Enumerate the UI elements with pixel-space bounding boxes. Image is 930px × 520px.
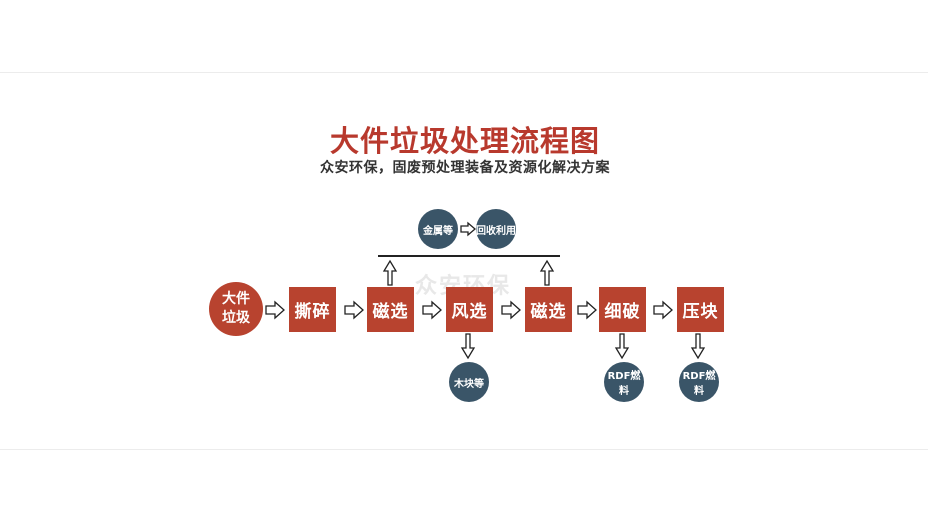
node-metal: 金属等 [418,209,458,249]
arrow-down-icon [690,333,706,360]
step-fine-crush: 细破 [599,287,646,332]
step-shred: 撕碎 [289,287,336,332]
step-air-separation: 风选 [446,287,493,332]
step-magnetic-1: 磁选 [367,287,414,332]
diagram-subtitle: 众安环保，固废预处理装备及资源化解决方案 [320,160,610,176]
step-magnetic-2: 磁选 [525,287,572,332]
diagram-title: 大件垃圾处理流程图 [329,124,600,158]
arrow-right-icon [422,300,442,320]
arrow-down-icon [614,333,630,360]
arrow-right-icon [460,221,476,237]
arrow-down-icon [460,333,476,360]
arrow-right-icon [577,300,597,320]
arrow-right-icon [265,300,285,320]
node-rdf-2: RDF燃料 [679,362,719,402]
arrow-right-icon [653,300,673,320]
node-wood: 木块等 [449,362,489,402]
node-rdf-1: RDF燃料 [604,362,644,402]
step-compress: 压块 [677,287,724,332]
arrow-up-icon [382,259,398,286]
node-input-bulky-waste: 大件 垃圾 [209,282,263,336]
arrow-right-icon [344,300,364,320]
arrow-right-icon [501,300,521,320]
node-recycle: 回收利用 [476,209,516,249]
arrow-up-icon [539,259,555,286]
collector-line [378,255,560,257]
